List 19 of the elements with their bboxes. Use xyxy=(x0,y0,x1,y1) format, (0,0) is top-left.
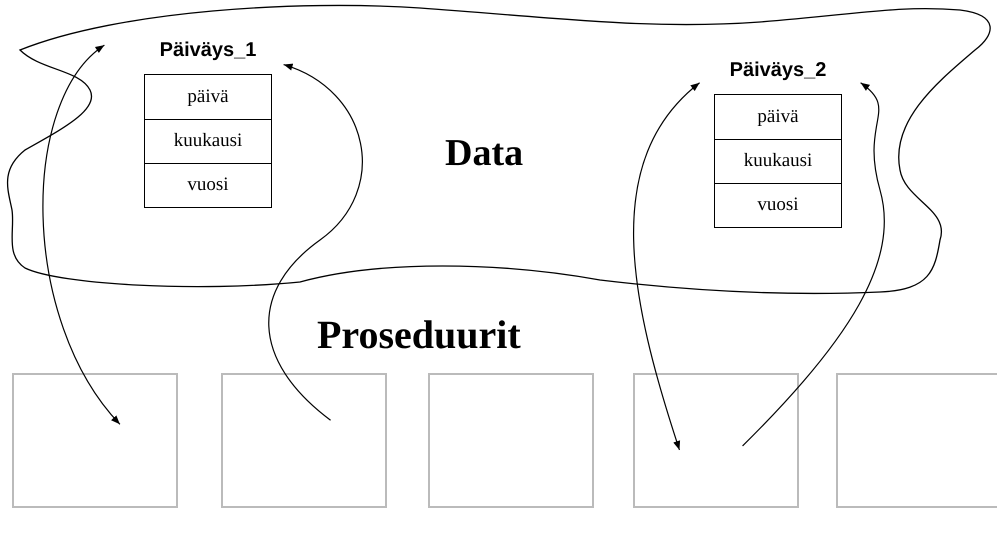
table-cell: vuosi xyxy=(145,163,271,207)
procedure-box xyxy=(633,373,799,508)
curved-arrow xyxy=(268,64,363,421)
table-cell-text: päivä xyxy=(186,84,230,109)
procedure-box xyxy=(836,373,997,508)
curved-arrow xyxy=(42,44,120,425)
curved-arrow xyxy=(742,82,885,446)
region-title: Data xyxy=(445,134,524,172)
table-cell-text: päivä xyxy=(756,104,800,129)
procedure-box xyxy=(428,373,594,508)
procedure-box xyxy=(12,373,178,508)
record-title: Päiväys_2 xyxy=(730,58,826,82)
table-cell: kuukausi xyxy=(715,139,841,183)
procedure-box xyxy=(221,373,387,508)
table-cell: kuukausi xyxy=(145,119,271,163)
table-cell: vuosi xyxy=(715,183,841,227)
curved-arrow xyxy=(633,82,700,450)
section-heading: Proseduurit xyxy=(317,315,521,355)
record-title: Päiväys_1 xyxy=(160,38,256,62)
